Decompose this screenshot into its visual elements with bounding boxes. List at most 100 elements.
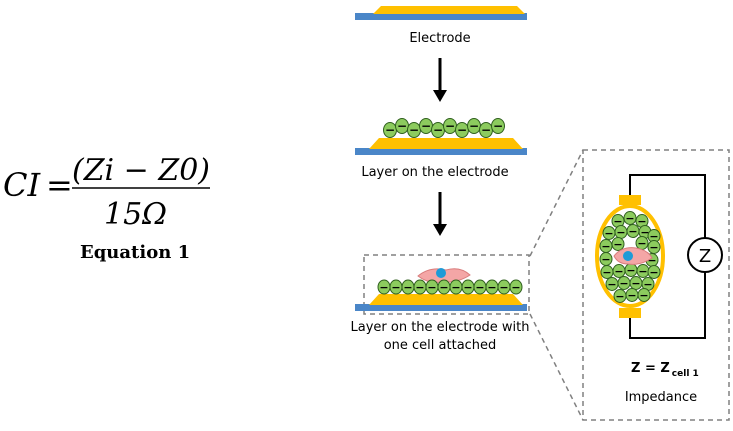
cell-charge-sign: − <box>626 264 635 277</box>
cell-charge-sign: − <box>415 281 424 294</box>
cell: − <box>419 118 433 134</box>
cell: − <box>600 265 614 279</box>
step-layer: −−−−−−−−−− Layer on the electrode <box>355 118 527 180</box>
down-arrow-icon <box>433 192 447 236</box>
cell-charge-sign: − <box>499 281 508 294</box>
cell-layer: −−−−−−−−−− <box>383 118 505 138</box>
step2-label: Layer on the electrode <box>361 165 508 180</box>
cell-charge-sign: − <box>487 281 496 294</box>
cell-charge-sign: − <box>614 265 623 278</box>
cell: − <box>389 279 403 295</box>
impedance-formula-sub: cell 1 <box>672 369 699 379</box>
cell-charge-sign: − <box>627 289 636 302</box>
inset-cell-cluster: −−−−−−−−−−−−−−−−−−−−−−−−−− <box>599 211 661 303</box>
cell: − <box>437 279 451 295</box>
cell-charge-sign: − <box>619 277 628 290</box>
substrate <box>355 148 527 155</box>
cell: − <box>626 224 640 238</box>
cell: − <box>491 118 505 134</box>
cell: − <box>613 289 627 303</box>
cell: − <box>599 239 613 253</box>
cell: − <box>431 122 445 138</box>
cell: − <box>647 265 661 279</box>
cell-charge-sign: − <box>427 281 436 294</box>
equation-lhs: CI <box>3 166 41 204</box>
cell: − <box>443 118 457 134</box>
cell-charge-sign: − <box>469 119 479 133</box>
cell-charge-sign: − <box>421 119 431 133</box>
cell-charge-sign: − <box>643 278 652 291</box>
circuit-wire-bottom <box>629 270 706 339</box>
cell-charge-sign: − <box>613 215 622 228</box>
cell: − <box>629 276 643 290</box>
circuit-wire-top <box>629 174 706 240</box>
cell-charge-sign: − <box>604 227 613 240</box>
cell-charge-sign: − <box>649 266 658 279</box>
cell: − <box>449 279 463 295</box>
cell-charge-sign: − <box>493 119 503 133</box>
step3-label-line1: Layer on the electrode with <box>351 320 530 335</box>
cell-charge-sign: − <box>631 277 640 290</box>
cell: − <box>611 237 625 251</box>
cell-charge-sign: − <box>601 253 610 266</box>
cell: − <box>497 279 511 295</box>
cell-charge-sign: − <box>616 226 625 239</box>
step-layer-with-cell: −−−−−−−−−−−− Layer on the electrode with… <box>351 254 530 353</box>
cell-charge-sign: − <box>649 241 658 254</box>
cell: − <box>473 279 487 295</box>
equation-denominator: 15Ω <box>104 197 167 232</box>
cell-charge-sign: − <box>403 281 412 294</box>
cell: − <box>625 288 639 302</box>
cell-charge-sign: − <box>639 289 648 302</box>
cell-charge-sign: − <box>625 212 634 225</box>
cell: − <box>617 276 631 290</box>
cell-charge-sign: − <box>638 265 647 278</box>
selection-box <box>363 254 530 315</box>
equation-numerator: (Zi − Z0) <box>72 153 210 188</box>
cell-charge-sign: − <box>637 215 646 228</box>
down-arrow-icon <box>433 58 447 102</box>
cell-charge-sign: − <box>385 123 395 137</box>
cell: − <box>455 122 469 138</box>
cell-charge-sign: − <box>628 225 637 238</box>
cell-charge-sign: − <box>457 123 467 137</box>
electrode <box>369 138 523 149</box>
cell-charge-sign: − <box>640 226 649 239</box>
substrate <box>355 13 527 20</box>
cell: − <box>509 279 523 295</box>
inset-cell-nucleus <box>623 251 633 261</box>
equation-label: Equation 1 <box>80 242 190 263</box>
cell: − <box>467 118 481 134</box>
impedance-meter-icon <box>687 237 723 273</box>
cell: − <box>624 263 638 277</box>
cell: − <box>479 122 493 138</box>
cell-charge-sign: − <box>607 278 616 291</box>
cell-charge-sign: − <box>391 281 400 294</box>
cell-nucleus <box>436 268 446 278</box>
cell: − <box>636 264 650 278</box>
impedance-meter-label: Z <box>699 246 711 267</box>
cell-charge-sign: − <box>439 281 448 294</box>
cell: − <box>407 122 421 138</box>
cell: − <box>612 264 626 278</box>
cell-charge-sign: − <box>511 281 520 294</box>
cell-charge-sign: − <box>602 266 611 279</box>
cell-charge-sign: − <box>409 123 419 137</box>
cell-charge-sign: − <box>637 237 646 250</box>
cell-charge-sign: − <box>475 281 484 294</box>
inset-attached-cell <box>613 247 653 265</box>
cell: − <box>395 118 409 134</box>
cell: − <box>485 279 499 295</box>
electrode <box>369 294 523 305</box>
cell-charge-sign: − <box>445 119 455 133</box>
cell: − <box>614 225 628 239</box>
cell-charge-sign: − <box>615 290 624 303</box>
cell: − <box>637 288 651 302</box>
cell: − <box>425 279 439 295</box>
cell: − <box>605 277 619 291</box>
equation-equals: = <box>46 166 73 204</box>
cell: − <box>401 279 415 295</box>
